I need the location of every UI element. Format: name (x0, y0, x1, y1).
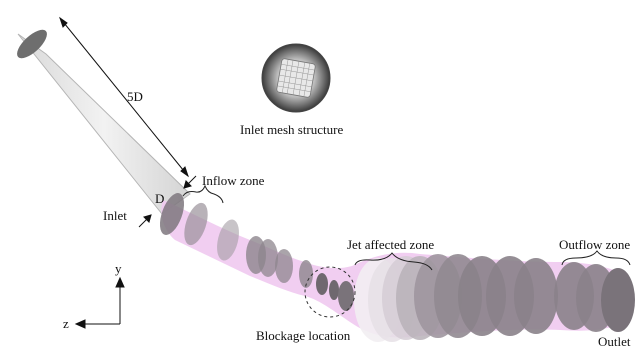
axis-y-label: y (115, 261, 122, 276)
jet-zone-sections (354, 254, 558, 342)
inlet-mesh-structure (262, 44, 330, 112)
diameter-label: D (155, 191, 164, 206)
inlet-extension-pipe (13, 25, 190, 214)
axis-z-label: z (63, 316, 69, 331)
jet-zone-label: Jet affected zone (347, 237, 434, 252)
inlet-mesh-label: Inlet mesh structure (240, 122, 343, 137)
length-label: 5D (127, 89, 143, 104)
inflow-zone-sections (155, 190, 243, 263)
outlet-label: Outlet (598, 334, 631, 349)
blockage-label: Blockage location (256, 328, 351, 343)
outflow-zone-label: Outflow zone (559, 237, 630, 252)
outflow-zone-sections (554, 262, 635, 332)
coordinate-axes (76, 278, 124, 328)
inflow-zone-label: Inflow zone (202, 173, 265, 188)
inlet-label: Inlet (103, 208, 127, 223)
intermediate-sections (246, 236, 313, 288)
